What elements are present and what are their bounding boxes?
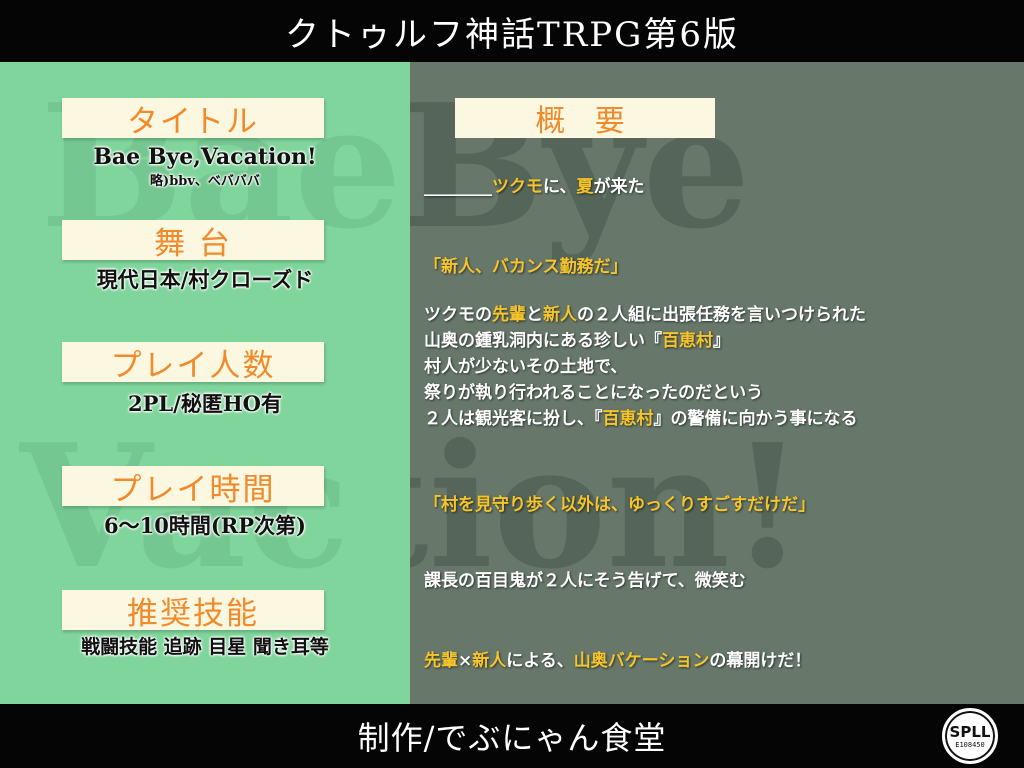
- title-label-box: タイトル: [62, 98, 324, 140]
- overview-line-10: 先輩×新人による、山奥バケーションの幕開けだ！: [424, 646, 811, 671]
- overview-label: 概 要: [535, 104, 635, 139]
- highlight-text: 百恵村: [662, 331, 713, 351]
- logo-code: E108450: [955, 740, 985, 749]
- overview-label-box: 概 要: [455, 98, 715, 139]
- highlight-text: 百恵村: [602, 409, 654, 429]
- players-label: プレイ人数: [110, 347, 276, 384]
- title-value: Bae Bye,Vacation!: [93, 144, 317, 170]
- stage-value: 現代日本/村クローズド: [96, 267, 314, 292]
- footer-bar: 制作/でぶにゃん食堂: [0, 704, 1024, 768]
- overview-line-7: ２人は観光客に扮し、『百恵村』の警備に向かう事になる: [424, 404, 858, 429]
- overview-line-8: 「村を見守り歩く以外は、ゆっくりすごすだけだ」: [424, 495, 816, 515]
- players-value: 2PL/秘匿HO有: [128, 391, 282, 416]
- text-run: に、: [543, 177, 577, 197]
- text-run: の幕開けだ！: [709, 651, 812, 671]
- text-run: 』: [713, 331, 730, 351]
- skills-value: 戦闘技能 追跡 目星 聞き耳等: [81, 636, 329, 658]
- text-run: ２人は観光客に扮し、『: [424, 409, 603, 429]
- highlight-text: 新人: [472, 651, 507, 671]
- overview-line-1: ________ツクモに、夏が来た: [424, 172, 645, 197]
- highlight-text: ツクモ: [492, 177, 543, 197]
- time-label-box: プレイ時間: [62, 466, 324, 508]
- overview-line-6: 祭りが執り行われることになったのだという: [424, 383, 764, 403]
- highlight-text: 新人: [543, 305, 577, 325]
- stage-label: 舞 台: [154, 225, 232, 262]
- title-abbreviation: 略)bbv、べバババ: [150, 174, 260, 189]
- skills-label: 推奨技能: [127, 595, 259, 632]
- overview-line-5: 村人が少ないその土地で、: [424, 357, 628, 377]
- highlight-text: 先輩: [424, 651, 458, 671]
- overview-line-3: ツクモの先輩と新人の２人組に出張任務を言いつけられた: [424, 300, 866, 325]
- stage-label-box: 舞 台: [62, 220, 324, 262]
- highlight-text: 夏: [576, 177, 594, 197]
- text-run: の２人組に出張任務を言いつけられた: [577, 305, 866, 325]
- text-run: と: [526, 305, 543, 325]
- skills-label-box: 推奨技能: [62, 590, 324, 632]
- text-run: が来た: [593, 177, 645, 197]
- overview-line-9: 課長の百目鬼が２人にそう告げて、微笑む: [424, 571, 746, 591]
- overview-line-2: 「新人、バカンス勤務だ」: [424, 257, 628, 277]
- logo-text: SPLL: [949, 722, 991, 741]
- highlight-text: 先輩: [492, 305, 526, 325]
- text-run: 山奥の鍾乳洞内にある珍しい『: [424, 331, 662, 351]
- page-title: クトゥルフ神話TRPG第6版: [285, 14, 739, 55]
- players-label-box: プレイ人数: [62, 342, 324, 384]
- text-run: ________: [424, 177, 492, 197]
- time-value: 6〜10時間(RP次第): [104, 513, 306, 538]
- highlight-text: 山奥バケーション: [573, 651, 710, 671]
- text-run: ツクモの: [424, 305, 492, 325]
- title-label: タイトル: [127, 103, 259, 140]
- text-run: による、: [506, 651, 574, 671]
- overview-line-4: 山奥の鍾乳洞内にある珍しい『百恵村』: [424, 326, 730, 351]
- title-bar: クトゥルフ神話TRPG第6版: [0, 0, 1024, 62]
- text-run: 』の警備に向かう事になる: [653, 409, 858, 429]
- time-label: プレイ時間: [110, 471, 276, 508]
- credit-text: 制作/でぶにゃん食堂: [357, 719, 667, 757]
- spll-logo: SPLL E108450: [942, 708, 998, 764]
- text-run: ×: [458, 651, 473, 671]
